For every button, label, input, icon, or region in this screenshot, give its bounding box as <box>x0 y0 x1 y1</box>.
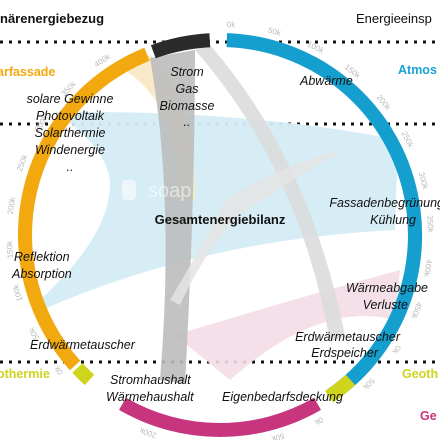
label-windenergie: Windenergie <box>35 143 105 157</box>
category-geothermie-left: othermie <box>0 367 50 381</box>
label-solare-gewinne: solare Gewinne <box>27 92 114 106</box>
tick-label: 50k <box>360 376 376 392</box>
label-waermeabgabe: Wärmeabgabe <box>346 281 428 295</box>
label-waermehaushalt: Wärmehaushalt <box>106 390 194 404</box>
tick-label: 250k <box>15 152 30 172</box>
category-fassade: arfassade <box>0 65 55 79</box>
header-left: närenergiebezug <box>0 11 104 26</box>
pink-chord-region <box>175 270 400 380</box>
category-atmosphere: Atmos <box>398 63 437 77</box>
soap-watermark: soap <box>122 180 191 202</box>
label-gas: Gas <box>176 82 199 96</box>
label-solarthermie: Solarthermie <box>35 126 106 140</box>
yellow-arc-left <box>72 363 95 386</box>
category-bottom-right: Ge <box>420 409 437 423</box>
label-erdspeicher: Erdspeicher <box>311 346 379 360</box>
watermark-text: soap <box>148 180 191 202</box>
label-strom: Strom <box>170 65 203 79</box>
tick-label: 0k <box>227 20 237 29</box>
tick-label: 200k <box>6 196 17 215</box>
tick-label: 100k <box>306 40 326 56</box>
category-geothermie-right: Geoth <box>402 367 438 381</box>
tick-label: 100k <box>11 282 25 302</box>
tick-label: 0k <box>390 344 403 357</box>
blue-arc <box>226 33 423 401</box>
label-solar-more: .. <box>67 160 74 174</box>
tick-label: 450k <box>409 301 424 321</box>
label-photovoltaik: Photovoltaik <box>36 109 105 123</box>
label-kuehlung: Kühlung <box>370 213 416 227</box>
label-stromhaushalt: Stromhaushalt <box>110 373 191 387</box>
label-fassadenbegruenung: Fassadenbegrünung <box>329 196 440 210</box>
label-erdwaermetauscher-right: Erdwärmetauscher <box>295 330 401 344</box>
grey-ribbon-main <box>150 50 195 384</box>
tick-label: 150k <box>5 240 15 259</box>
label-verluste: Verluste <box>363 298 408 312</box>
label-erdwaermetauscher-left: Erdwärmetauscher <box>30 338 136 352</box>
center-title: Gesamtenergiebilanz <box>155 212 286 227</box>
label-abwaerme: Abwärme <box>299 74 353 88</box>
orange-arc <box>17 47 150 371</box>
tick-label: 300k <box>417 171 430 191</box>
tick-label: 50k <box>267 26 283 38</box>
label-biomasse: Biomasse <box>160 99 215 113</box>
tick-label: 50k <box>270 431 286 440</box>
tick-label: 350k <box>425 215 435 234</box>
tick-label: 0k <box>52 363 65 376</box>
tick-label: 250k <box>400 130 416 150</box>
magenta-arc <box>119 397 321 437</box>
tick-label: 400k <box>422 259 434 279</box>
tick-label: 0k <box>312 415 325 427</box>
watermark-logo-icon <box>122 180 136 200</box>
label-eigenbedarfsdeckung: Eigenbedarfsdeckung <box>222 390 343 404</box>
blue-chord-region <box>40 111 398 310</box>
header-right: Energieeinsp <box>356 11 432 26</box>
label-strom-more: .. <box>184 115 191 129</box>
label-absorption: Absorption <box>11 267 72 281</box>
black-arc <box>150 33 211 59</box>
grey-ribbon-light-1 <box>195 45 345 342</box>
label-reflektion: Reflektion <box>14 250 70 264</box>
tick-label: 200k <box>137 425 157 440</box>
yellow-arc-right <box>325 374 356 403</box>
